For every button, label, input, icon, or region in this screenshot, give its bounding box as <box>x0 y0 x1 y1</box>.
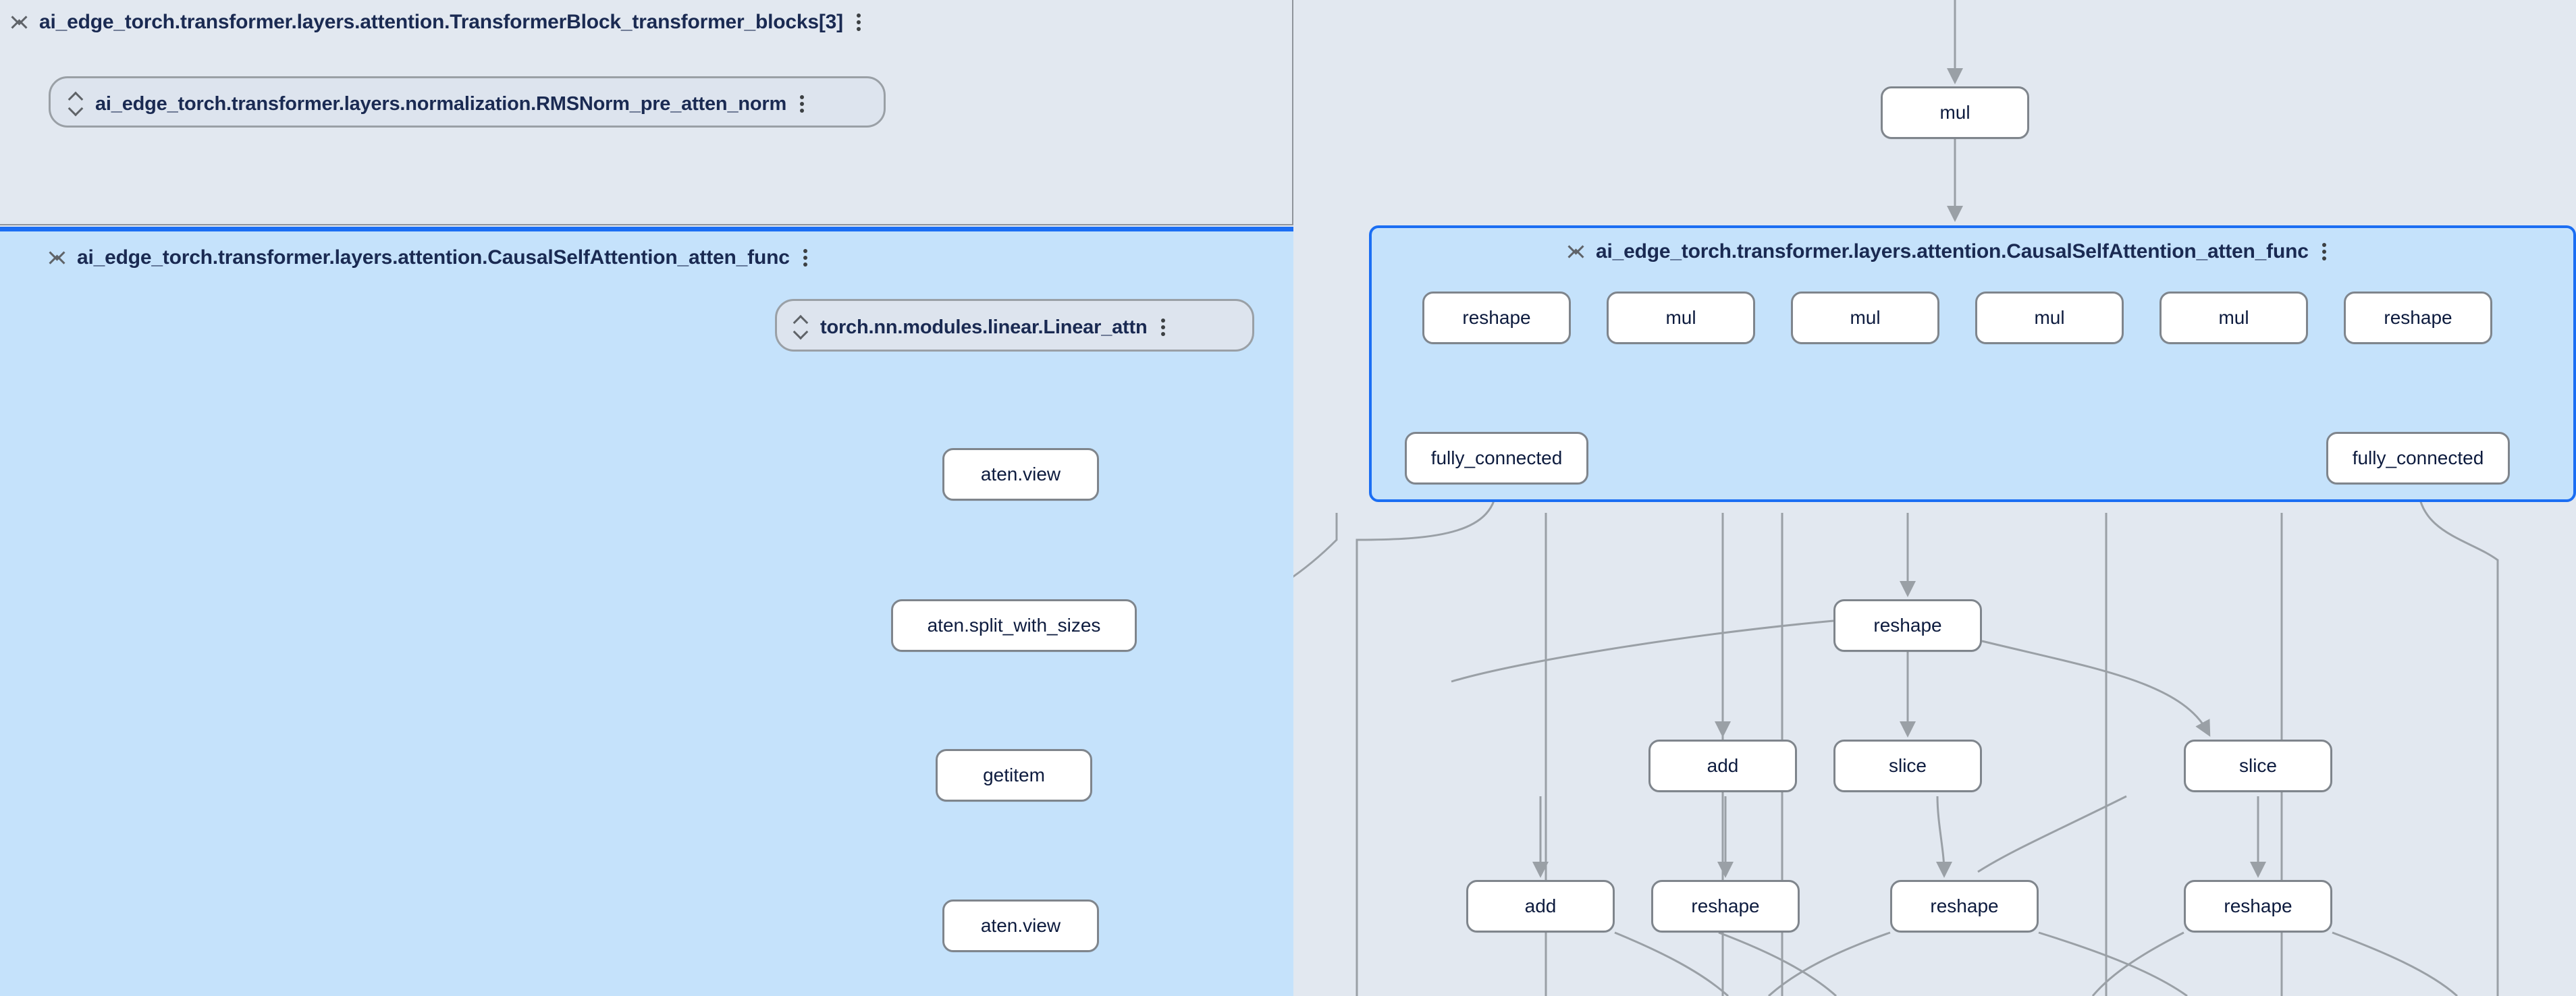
kebab-menu-icon[interactable] <box>856 10 863 34</box>
op-node-label: aten.view <box>980 915 1061 936</box>
op-node[interactable]: mul <box>1607 292 1755 344</box>
kebab-menu-icon[interactable] <box>2322 240 2329 264</box>
op-node-label: mul <box>2034 307 2065 328</box>
group-linear-attn-title: torch.nn.modules.linear.Linear_attn <box>820 316 1148 338</box>
op-node-label: mul <box>1939 102 1970 123</box>
op-node-label: add <box>1707 755 1739 776</box>
op-node-label: aten.split_with_sizes <box>927 615 1101 636</box>
op-node[interactable]: reshape <box>1651 880 1800 933</box>
op-node-label: reshape <box>2384 307 2452 328</box>
op-node[interactable]: fully_connected <box>2326 432 2510 485</box>
group-causal-self-attention-left-header[interactable]: ai_edge_torch.transformer.layers.attenti… <box>0 238 810 277</box>
group-causal-self-attention-right-header[interactable]: ai_edge_torch.transformer.layers.attenti… <box>1372 232 2329 271</box>
op-node-label: reshape <box>1930 895 1999 916</box>
op-node[interactable]: getitem <box>936 749 1092 802</box>
op-node-label: reshape <box>1873 615 1942 636</box>
op-node-label: mul <box>2218 307 2249 328</box>
chevron-collapse-icon[interactable] <box>11 9 28 35</box>
op-node-label: reshape <box>1462 307 1531 328</box>
group-rmsnorm[interactable]: ai_edge_torch.transformer.layers.normali… <box>49 76 886 128</box>
op-node[interactable]: reshape <box>1890 880 2039 933</box>
chevron-expand-icon[interactable] <box>792 314 809 340</box>
op-node-label: slice <box>1888 755 1927 776</box>
kebab-menu-icon[interactable] <box>1160 315 1168 339</box>
op-node-label: aten.view <box>980 464 1061 485</box>
group-rmsnorm-title: ai_edge_torch.transformer.layers.normali… <box>95 92 787 115</box>
op-node[interactable]: reshape <box>1422 292 1571 344</box>
op-node[interactable]: slice <box>2184 740 2332 792</box>
op-node[interactable]: reshape <box>1833 599 1982 652</box>
op-node[interactable]: reshape <box>2344 292 2492 344</box>
op-node-label: slice <box>2238 755 2277 776</box>
group-transformer-block-header[interactable]: ai_edge_torch.transformer.layers.attenti… <box>0 3 863 42</box>
group-transformer-block-title: ai_edge_torch.transformer.layers.attenti… <box>39 11 843 33</box>
op-node-label: getitem <box>983 765 1045 785</box>
op-node[interactable]: mul <box>1791 292 1939 344</box>
op-node-label: mul <box>1665 307 1696 328</box>
kebab-menu-icon[interactable] <box>800 92 807 116</box>
group-linear-attn-header[interactable]: torch.nn.modules.linear.Linear_attn <box>777 301 1168 354</box>
op-node[interactable]: add <box>1648 740 1797 792</box>
op-node[interactable]: slice <box>1833 740 1982 792</box>
op-node-label: fully_connected <box>1430 447 1563 468</box>
op-node[interactable]: mul <box>2159 292 2308 344</box>
kebab-menu-icon[interactable] <box>803 246 810 270</box>
op-node[interactable]: add <box>1466 880 1615 933</box>
op-node-label: mul <box>1850 307 1881 328</box>
op-node[interactable]: mul <box>1881 86 2029 139</box>
group-causal-self-attention-left-title: ai_edge_torch.transformer.layers.attenti… <box>77 246 790 269</box>
group-rmsnorm-header[interactable]: ai_edge_torch.transformer.layers.normali… <box>51 78 807 130</box>
group-causal-self-attention-right-title: ai_edge_torch.transformer.layers.attenti… <box>1596 240 2309 262</box>
op-node-label: fully_connected <box>2352 447 2484 468</box>
op-node[interactable]: aten.view <box>942 448 1099 501</box>
op-node[interactable]: mul <box>1975 292 2124 344</box>
op-node-label: reshape <box>1691 895 1760 916</box>
op-node-label: add <box>1524 895 1557 916</box>
group-linear-attn[interactable]: torch.nn.modules.linear.Linear_attn <box>775 299 1254 352</box>
chevron-expand-icon[interactable] <box>67 91 84 117</box>
chevron-collapse-icon[interactable] <box>49 245 66 271</box>
op-node[interactable]: reshape <box>2184 880 2332 933</box>
chevron-collapse-icon[interactable] <box>1567 239 1585 265</box>
op-node[interactable]: aten.split_with_sizes <box>891 599 1137 652</box>
op-node[interactable]: fully_connected <box>1405 432 1588 485</box>
op-node[interactable]: aten.view <box>942 900 1099 952</box>
op-node-label: reshape <box>2224 895 2292 916</box>
